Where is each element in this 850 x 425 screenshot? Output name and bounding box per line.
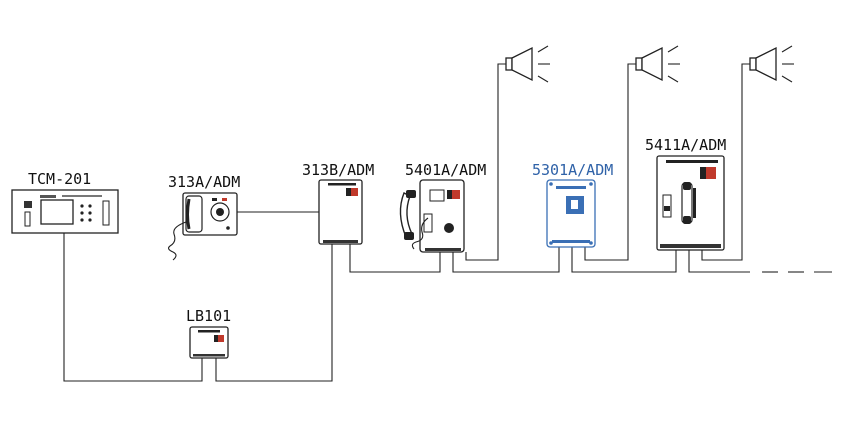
label-313b: 313B/ADM bbox=[302, 161, 374, 179]
handset-icon bbox=[399, 190, 416, 240]
label-5411a: 5411A/ADM bbox=[645, 136, 726, 154]
wiring bbox=[63, 63, 832, 382]
device-tcm201 bbox=[11, 189, 119, 234]
speaker-horn-icon bbox=[505, 45, 550, 83]
device-lb101 bbox=[189, 326, 229, 359]
device-5301a bbox=[546, 179, 596, 248]
label-lb101: LB101 bbox=[186, 307, 231, 325]
handset-icon bbox=[681, 182, 696, 224]
label-313a: 313A/ADM bbox=[168, 173, 240, 191]
speaker-horn-icon bbox=[635, 45, 680, 83]
label-5301a: 5301A/ADM bbox=[532, 161, 613, 179]
label-5401a: 5401A/ADM bbox=[405, 161, 486, 179]
device-313b bbox=[318, 179, 363, 245]
label-tcm201: TCM-201 bbox=[28, 170, 91, 188]
device-313a bbox=[168, 192, 238, 261]
speaker-horn-icon bbox=[749, 45, 794, 83]
device-5401a bbox=[399, 179, 465, 253]
device-5411a bbox=[656, 155, 725, 251]
